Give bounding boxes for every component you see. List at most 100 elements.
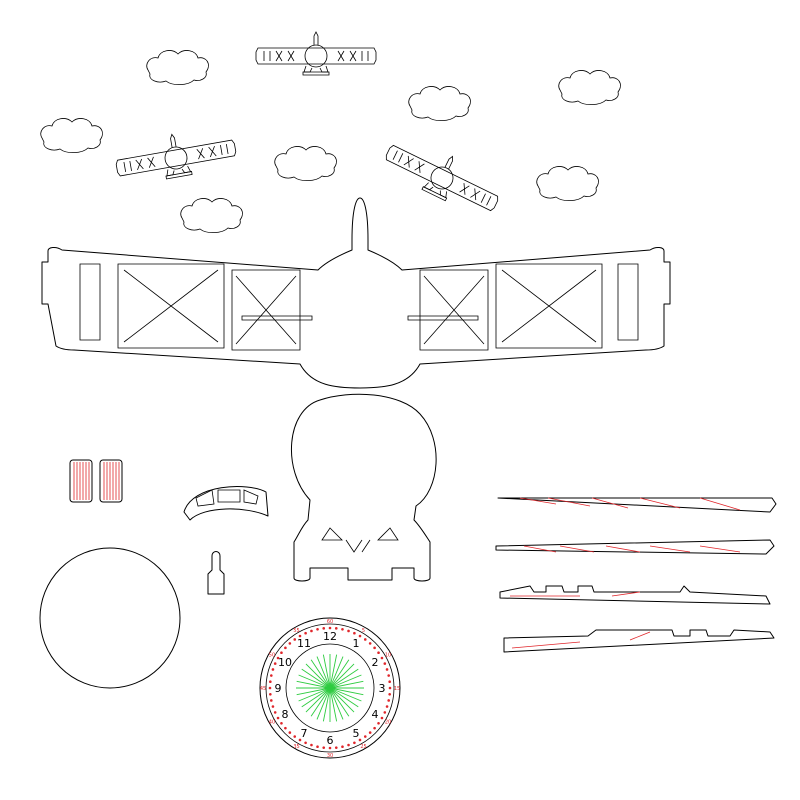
minute-dot	[368, 642, 372, 645]
sunburst-ray	[305, 687, 331, 713]
minute-dot	[276, 716, 280, 720]
minute-number: 50	[269, 653, 275, 659]
minute-number: 60	[327, 619, 333, 625]
minute-number: 45	[260, 686, 266, 692]
sunburst-ray	[316, 687, 331, 720]
minute-number: 25	[360, 744, 366, 750]
sunburst-ray	[329, 687, 362, 702]
hour-number: 2	[372, 656, 379, 669]
minute-dot	[310, 743, 313, 747]
minute-number: 5	[362, 628, 365, 634]
sunburst-ray	[329, 659, 350, 689]
minute-dots	[268, 626, 392, 750]
minute-dot	[380, 716, 384, 720]
minute-dot	[270, 674, 273, 677]
minute-dot	[373, 646, 376, 650]
minute-dot	[347, 743, 350, 747]
sunburst-ray	[310, 687, 331, 717]
peg	[207, 551, 225, 595]
minute-dot	[380, 656, 384, 660]
minute-dot	[377, 651, 380, 655]
minute-dot	[271, 705, 275, 708]
minute-dot	[273, 711, 277, 714]
minute-dot	[298, 738, 302, 742]
minute-number: 55	[293, 628, 299, 634]
cloud	[146, 50, 209, 86]
hour-number: 3	[379, 682, 386, 695]
minute-number: 20	[385, 720, 391, 726]
main-biplane-panel	[41, 197, 671, 389]
hour-number: 10	[278, 656, 292, 669]
hour-number: 12	[323, 630, 337, 643]
minute-dot	[368, 731, 372, 734]
minute-dot	[269, 680, 272, 684]
minute-dot	[310, 629, 313, 633]
minute-number: 35	[293, 744, 299, 750]
hour-number: 4	[372, 708, 379, 721]
sunburst-ray	[329, 674, 362, 689]
minute-dot	[271, 668, 275, 671]
minute-dot	[288, 642, 292, 645]
wing-strips	[495, 497, 777, 653]
sunburst-ray	[296, 680, 331, 689]
minute-number: 15	[394, 686, 400, 692]
hour-number: 6	[327, 734, 334, 747]
mini-biplane	[379, 129, 507, 222]
cloud	[408, 86, 471, 122]
minute-dot	[284, 646, 287, 650]
sunburst-ray	[298, 687, 331, 702]
minute-dot	[316, 745, 319, 748]
minute-dot	[353, 741, 356, 745]
minute-dot	[268, 686, 272, 690]
minute-dot	[280, 651, 283, 655]
minute-dot	[388, 686, 392, 690]
center-sunburst	[296, 654, 364, 722]
cloud	[180, 198, 243, 234]
minute-dot	[388, 680, 391, 684]
minute-dot	[288, 731, 292, 734]
minute-dot	[270, 699, 273, 702]
sunburst-ray	[329, 668, 359, 689]
minute-dot	[377, 721, 380, 725]
minute-dot	[276, 656, 280, 660]
minute-dot	[280, 721, 283, 725]
minute-number: 10	[385, 653, 391, 659]
minute-dot	[385, 705, 389, 708]
cloud	[536, 166, 599, 202]
sunburst-ray	[322, 687, 331, 722]
hour-number: 11	[297, 637, 311, 650]
minute-dot	[383, 711, 387, 714]
minute-dot	[273, 662, 277, 665]
sunburst-ray	[322, 654, 331, 689]
hour-number: 5	[353, 727, 360, 740]
sunburst-ray	[329, 687, 350, 717]
sunburst-ray	[298, 674, 331, 689]
hour-number: 9	[275, 682, 282, 695]
hour-number: 1	[353, 637, 360, 650]
sunburst-ray	[316, 656, 331, 689]
sunburst-ray	[310, 659, 331, 689]
sunburst-ray	[305, 663, 331, 689]
minute-dot	[341, 745, 344, 748]
base-disc	[39, 547, 181, 689]
minute-dot	[322, 627, 326, 630]
minute-dot	[341, 628, 344, 631]
minute-dot	[387, 674, 390, 677]
sunburst-ray	[301, 687, 331, 708]
sunburst-ray	[296, 687, 331, 696]
minute-number: 30	[327, 753, 333, 759]
sunburst-ray	[329, 687, 359, 708]
minute-dot	[293, 735, 297, 738]
prop-tabs	[69, 459, 123, 503]
minute-dot	[383, 662, 387, 665]
cloud	[274, 146, 337, 182]
minute-dot	[385, 668, 389, 671]
mini-biplanes	[112, 31, 507, 222]
minute-dot	[353, 631, 356, 635]
sunburst-ray	[329, 663, 355, 689]
minute-dot	[347, 629, 350, 633]
